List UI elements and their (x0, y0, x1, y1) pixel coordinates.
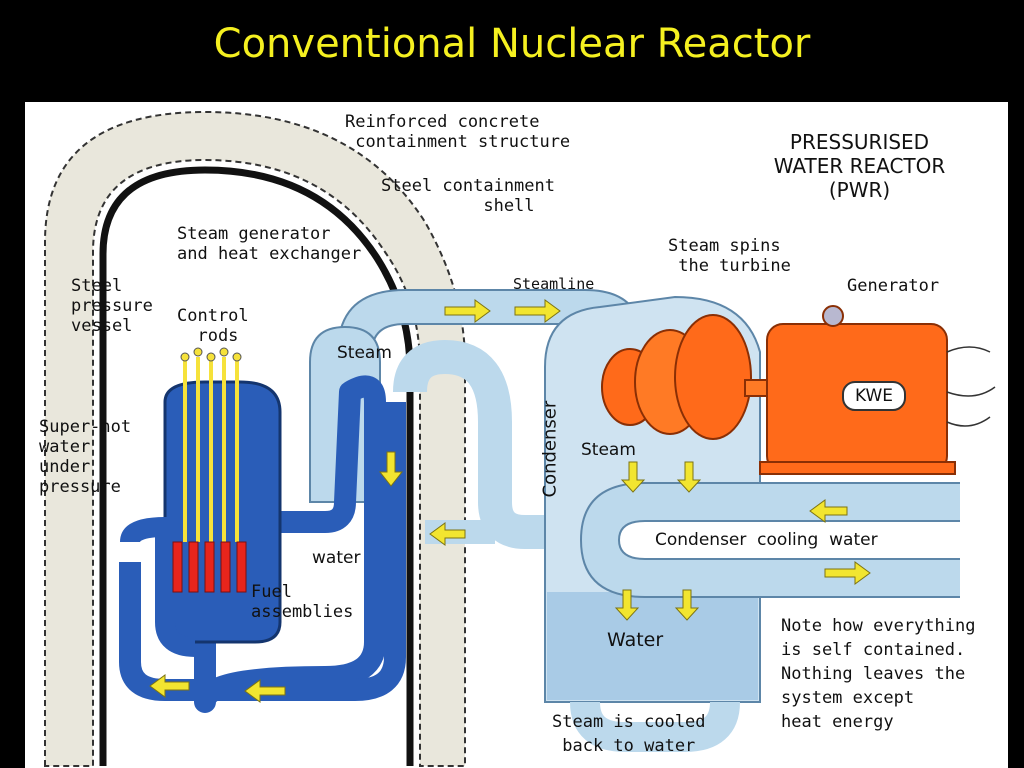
fuel-assemblies (172, 541, 247, 593)
return-pipe (570, 701, 740, 752)
label-cooling-water: Condenser cooling water (655, 530, 878, 550)
primary-loop (119, 375, 406, 713)
kwe-badge: KWE (842, 381, 906, 411)
label-steam-generator: Steam generator and heat exchanger (177, 224, 362, 264)
cooling-water-tube (580, 483, 960, 597)
label-water-bottom: Water (607, 629, 664, 651)
label-concrete-containment: Reinforced concrete containment structur… (345, 112, 571, 152)
label-pressure-vessel: Steel pressure vessel (71, 276, 153, 336)
label-fuel-assemblies: Fuel assemblies (251, 582, 354, 622)
label-note: Note how everything is self contained. N… (781, 616, 976, 732)
label-water-left: water (312, 548, 361, 568)
output-wires (946, 346, 996, 427)
label-condenser: Condenser (539, 400, 561, 498)
slide-title: Conventional Nuclear Reactor (213, 21, 811, 67)
condensed-water (547, 592, 758, 700)
control-rods (183, 357, 239, 542)
label-control-rods: Control rods (177, 306, 249, 346)
label-steam-top: Steam (337, 343, 392, 363)
steam-down-arrows (614, 461, 702, 621)
label-steam-mid: Steam (581, 440, 636, 460)
label-steamline: Steamline (513, 275, 595, 293)
label-steel-shell: Steel containment shell (381, 176, 555, 216)
label-generator: Generator (847, 276, 940, 296)
label-steam-cooled: Steam is cooled back to water (552, 712, 706, 756)
turbine (601, 314, 791, 440)
diagram-artwork (44, 110, 996, 767)
label-steam-spins: Steam spins the turbine (668, 236, 791, 276)
flow-arrows (149, 299, 871, 703)
label-pwr: PRESSURISED WATER REACTOR (PWR) (773, 130, 946, 202)
reactor-diagram: Reinforced concrete containment structur… (25, 102, 1008, 768)
label-superhot-water: Super-hot water under pressure (39, 417, 132, 497)
